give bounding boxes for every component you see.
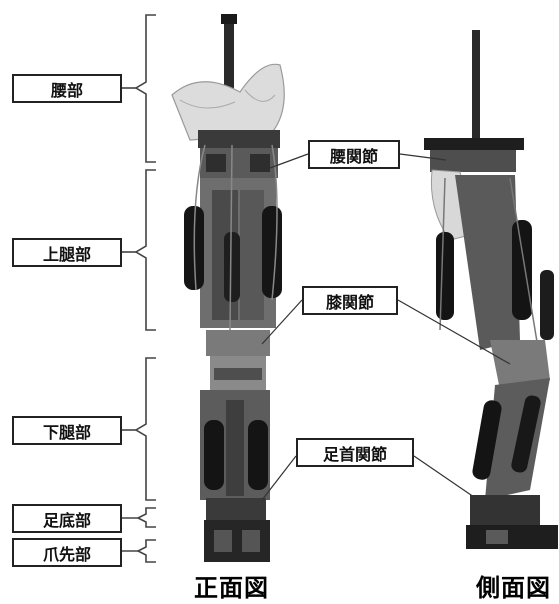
label-lower-leg: 下腿部 [12,416,122,445]
label-toe: 爪先部 [12,538,122,567]
label-knee-joint: 膝関節 [302,286,398,315]
side-view-robot-photo [424,30,558,549]
front-view-robot-photo [171,14,285,562]
caption-side-view: 側面図 [476,574,551,602]
caption-front-view: 正面図 [194,574,269,602]
brackets [121,14,156,563]
label-sole: 足底部 [12,504,122,533]
label-waist: 腰部 [12,74,122,103]
label-ankle-joint: 足首関節 [296,438,414,467]
label-hip-joint: 腰関節 [308,140,400,169]
leader-lines [261,153,511,509]
label-thigh: 上腿部 [12,238,122,267]
